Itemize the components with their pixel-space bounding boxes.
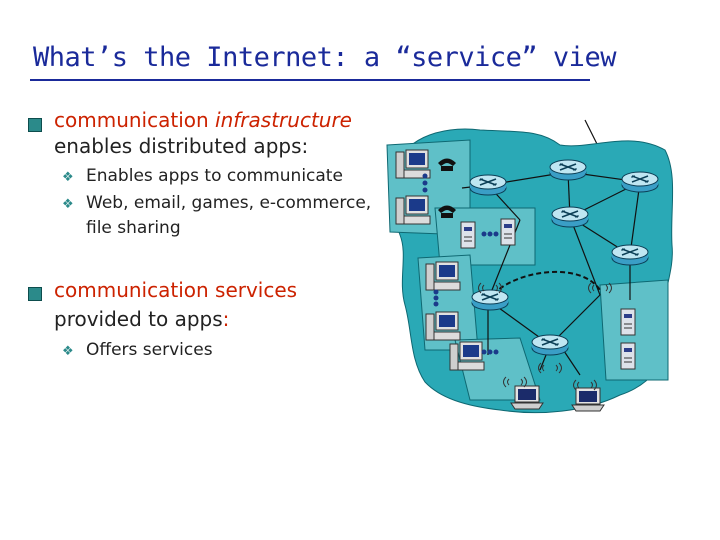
router-icon (531, 334, 569, 356)
server-icon (500, 218, 516, 246)
pc-icon (395, 195, 431, 225)
bullet-1-sub-1: Enables apps to communicate (86, 166, 343, 186)
router-icon (469, 174, 507, 196)
router-icon (471, 289, 509, 311)
checkbox-bullet-icon (28, 118, 42, 132)
bullet-2-dark-text: provided to apps (54, 307, 223, 331)
bullet-1-line-2: enables distributed apps: (54, 134, 309, 158)
bullet-2-sub-1: Offers services (86, 340, 213, 360)
pc-icon (425, 261, 461, 291)
router-icon (611, 244, 649, 266)
diamond-bullet-icon: ❖ (62, 170, 74, 185)
bullet-2-line-1: communication services (54, 278, 298, 302)
pc-icon (449, 341, 485, 371)
router-icon (549, 159, 587, 181)
bullet-1-red-text: communication (54, 108, 216, 132)
router-icon (551, 206, 589, 228)
server-icon (620, 308, 636, 336)
laptop-icon (571, 387, 605, 412)
diamond-bullet-icon: ❖ (62, 344, 74, 359)
pc-icon (425, 311, 461, 341)
diamond-bullet-icon: ❖ (62, 197, 74, 212)
bullet-2-colon: : (222, 307, 230, 331)
server-icon (620, 342, 636, 370)
bullet-1-sub-3: file sharing (86, 218, 181, 238)
bullet-1-italic-text: infrastructure (215, 108, 352, 132)
laptop-icon (510, 385, 544, 410)
bullet-1-line-1: communication infrastructure (54, 107, 352, 133)
bullet-1-sub-2: Web, email, games, e-commerce, (86, 193, 372, 213)
server-icon (460, 221, 476, 249)
slide-title: What’s the Internet: a “service” view (33, 42, 616, 73)
router-icon (621, 171, 659, 193)
checkbox-bullet-icon (28, 287, 42, 301)
title-underline (30, 79, 590, 81)
bullet-2-line-2: provided to apps: (54, 306, 229, 332)
